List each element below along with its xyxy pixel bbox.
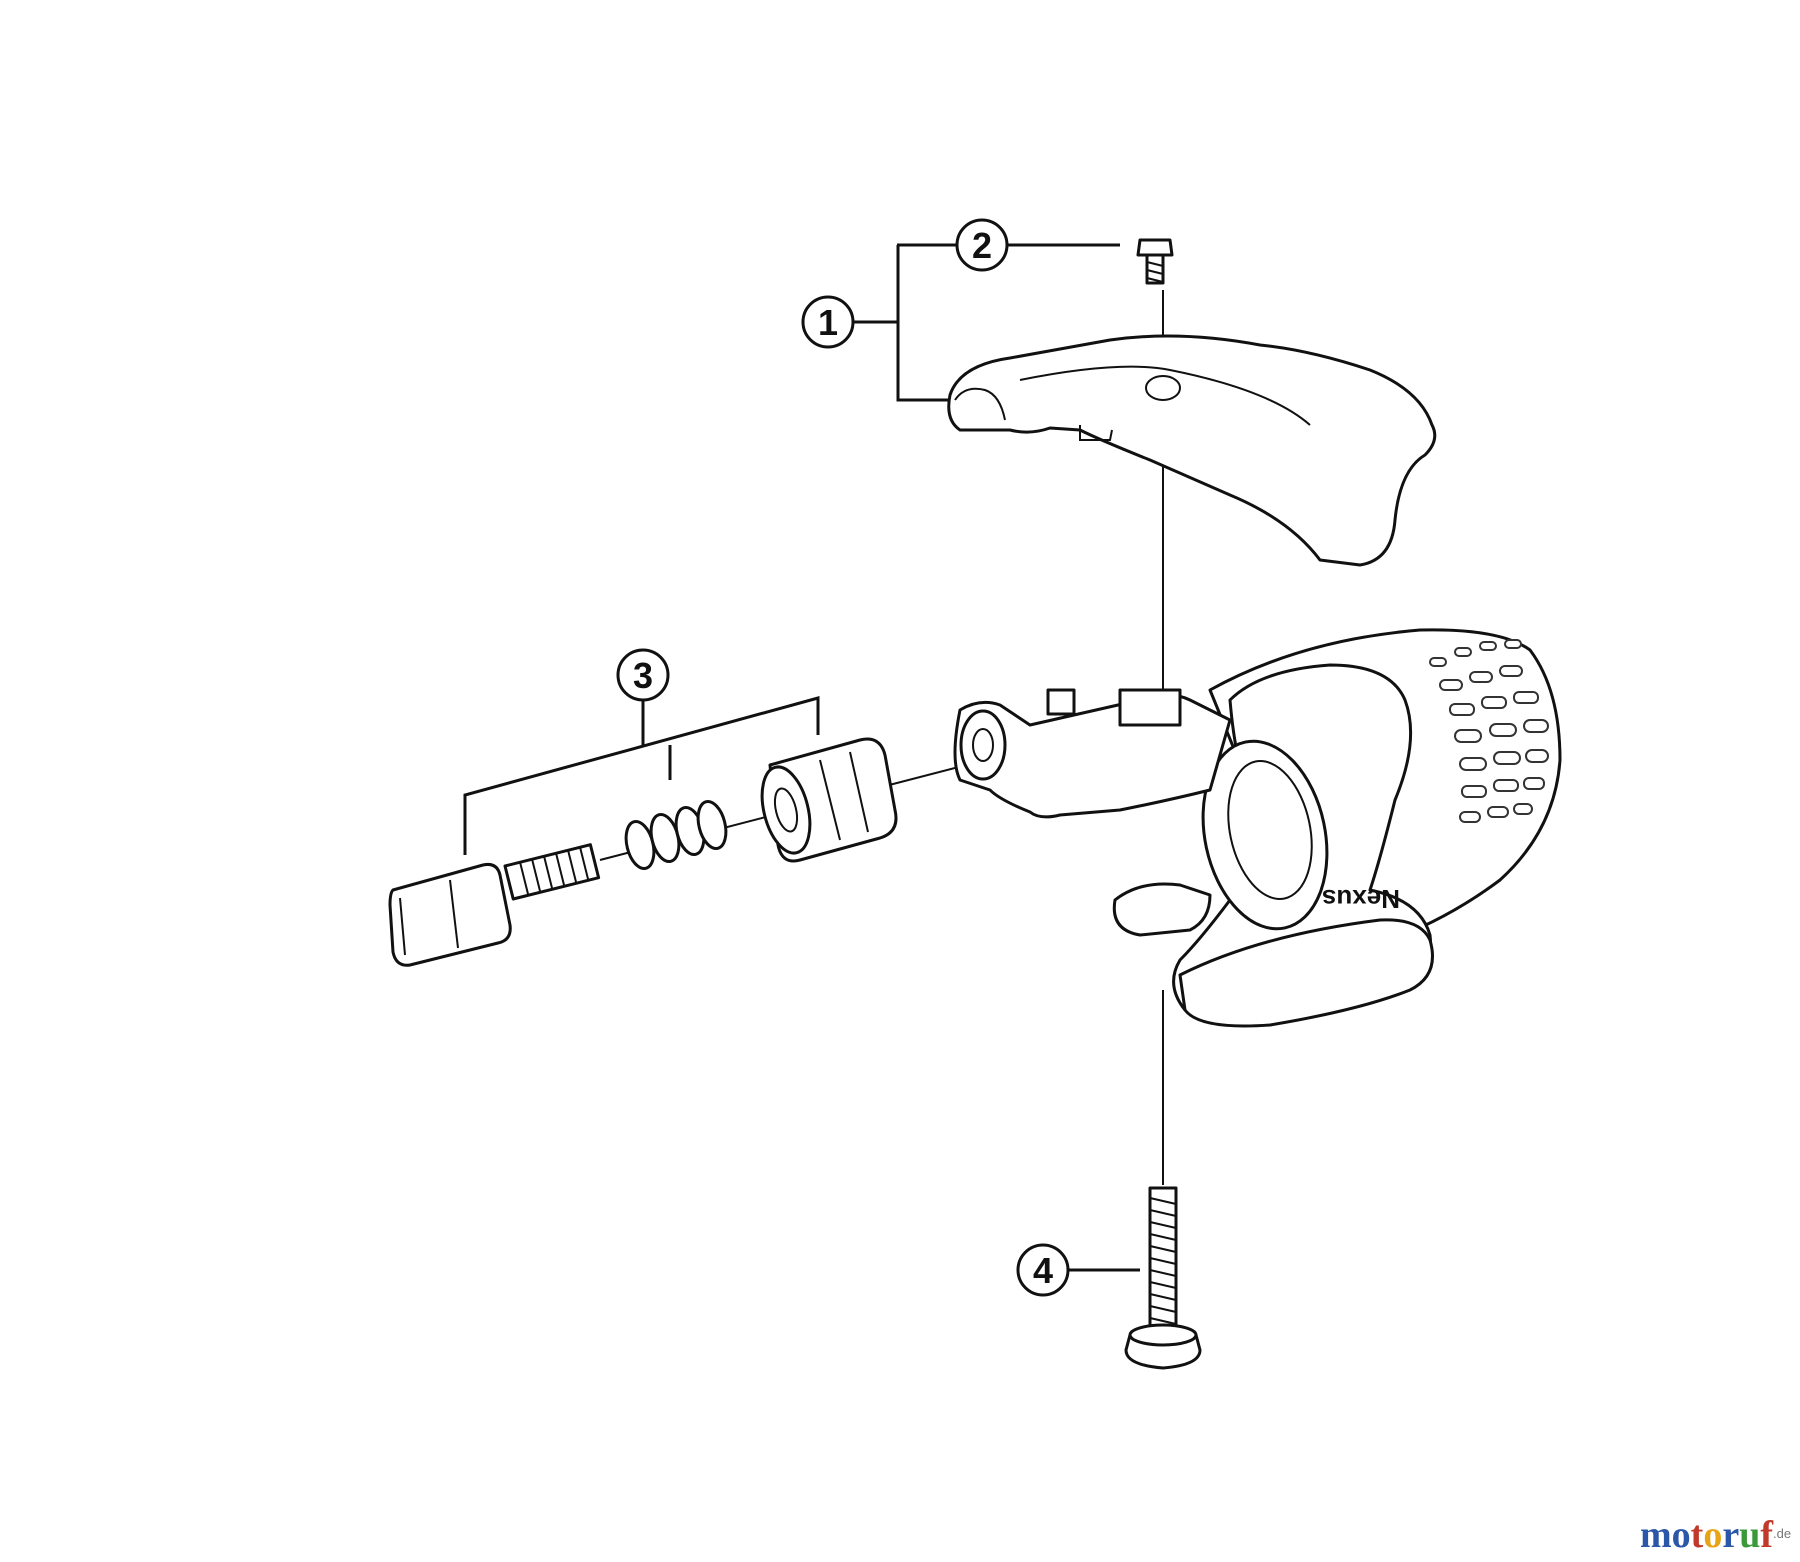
callout-4: 4	[1016, 1243, 1070, 1297]
adjuster-barrel	[760, 737, 898, 863]
callout-1-label: 1	[818, 302, 838, 343]
spring	[624, 800, 728, 870]
long-screw	[1124, 1186, 1202, 1370]
grip-pattern	[1429, 639, 1549, 823]
callout-1: 1	[801, 295, 855, 349]
callout-1-leader	[853, 243, 948, 402]
callout-2-label: 2	[972, 225, 992, 266]
callout-2: 2	[955, 218, 1009, 272]
callout-3: 3	[616, 648, 670, 702]
adjusting-bolt	[388, 843, 601, 967]
callout-4-label: 4	[1033, 1250, 1053, 1291]
watermark-letter: u	[1739, 1514, 1760, 1556]
shifter-body: Nexus	[953, 628, 1562, 1028]
nexus-logo-text: Nexus	[1322, 884, 1400, 914]
small-screw	[1136, 238, 1174, 285]
motoruf-watermark: motoruf .de	[1640, 1514, 1791, 1556]
watermark-letter: o	[1672, 1514, 1691, 1556]
top-cover	[947, 334, 1437, 567]
watermark-letter: r	[1722, 1514, 1739, 1556]
callout-3-label: 3	[633, 655, 653, 696]
watermark-letter: t	[1691, 1514, 1704, 1556]
watermark-suffix: .de	[1773, 1526, 1791, 1541]
watermark-letter: m	[1640, 1514, 1672, 1556]
watermark-text: motoruf	[1640, 1514, 1774, 1556]
watermark-letter: f	[1760, 1514, 1774, 1556]
watermark-letter: o	[1703, 1514, 1722, 1556]
